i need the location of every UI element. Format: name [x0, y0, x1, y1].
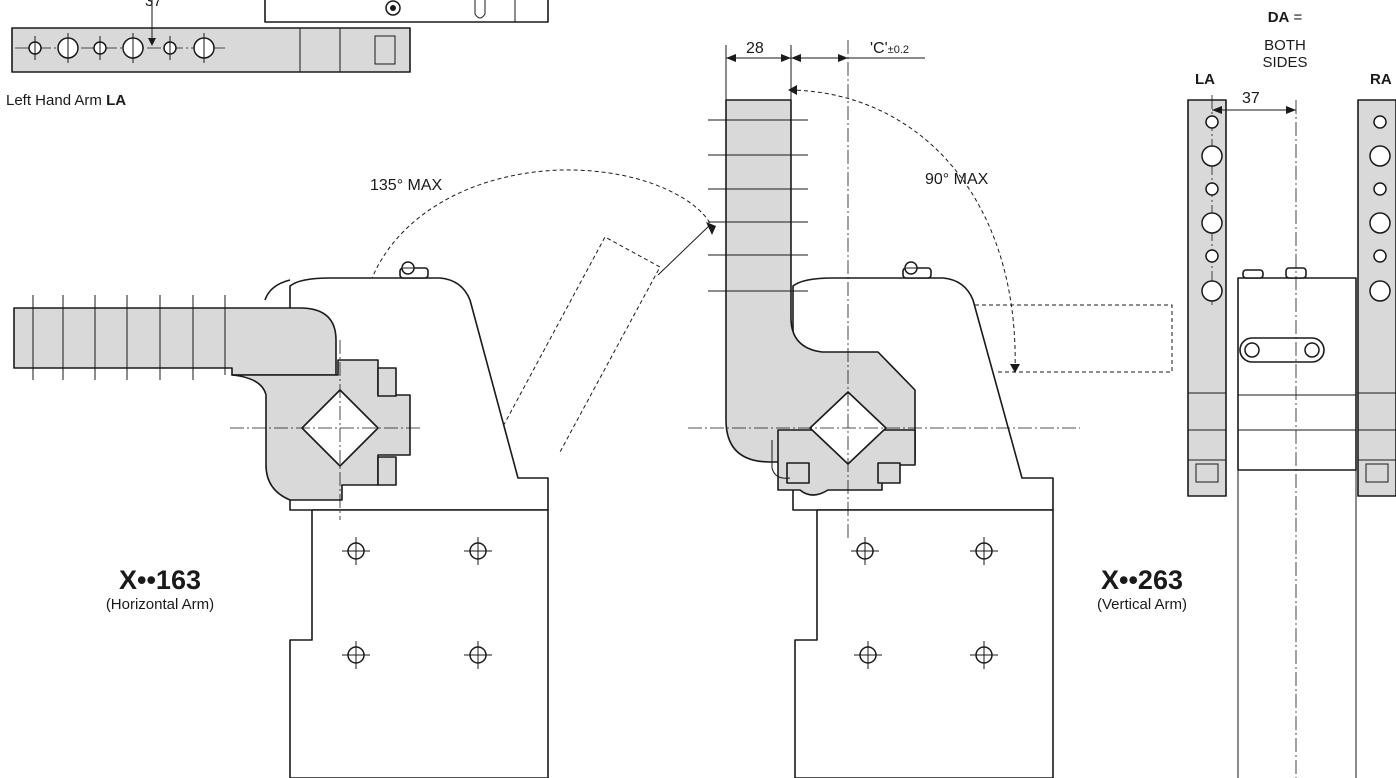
dim-arm-width: 28 [746, 40, 764, 57]
model-horizontal-caption: (Horizontal Arm) [106, 596, 214, 613]
clamp-body-top-fragment [264, 0, 549, 23]
model-vertical: X••263 [1101, 565, 1183, 595]
side-slot [1239, 337, 1325, 363]
angle-arc-90 [789, 89, 1016, 373]
base-mount-holes [342, 537, 492, 669]
vertical-arm [725, 99, 916, 463]
dim-c-label: 'C'±0.2 [870, 40, 909, 57]
dimension-c: 'C'±0.2 [791, 40, 925, 62]
base-mount-holes [851, 537, 998, 669]
arm-gauge-lines [708, 119, 808, 292]
side-body [1237, 277, 1357, 471]
angle-label-135: 135° MAX [370, 177, 443, 194]
da-label: DA = [1268, 9, 1303, 26]
dim-side: 37 [1242, 90, 1260, 107]
arm-gauge-lines [32, 295, 226, 380]
la-label: LA [1195, 71, 1215, 88]
dimension-28: 28 [725, 40, 792, 100]
dimension-37: 37 [1212, 90, 1296, 114]
rotated-arm-ghost [499, 236, 661, 453]
left-hand-arm-detail: 37 Left Hand Arm LA [6, 0, 549, 109]
da-line2: BOTH [1264, 37, 1306, 54]
ra-label: RA [1370, 71, 1392, 88]
horizontal-arm-clamp: 135° MAX [13, 169, 716, 778]
left-hand-arm-label: Left Hand Arm LA [6, 92, 126, 109]
side-view: DA = BOTH SIDES LA RA [1187, 9, 1396, 778]
horizontal-arm [13, 307, 337, 376]
angle-label-90: 90° MAX [925, 171, 989, 188]
model-horizontal: X••163 [119, 565, 201, 595]
clamp-base [794, 509, 1054, 778]
rotated-arm-ghost [968, 304, 1173, 373]
da-line3: SIDES [1262, 54, 1307, 71]
clamp-base [289, 509, 549, 778]
top-dimension-fragment: 37 [145, 0, 162, 10]
model-vertical-caption: (Vertical Arm) [1097, 596, 1187, 613]
vertical-arm-clamp: 90° MAX [688, 40, 1187, 778]
angle-arc-135 [360, 169, 713, 371]
